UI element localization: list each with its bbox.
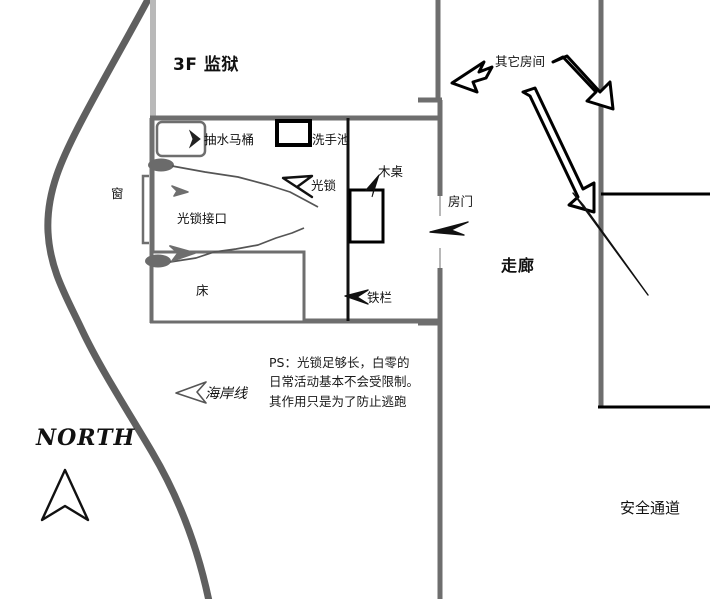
coastline-label: 海岸线 <box>205 386 247 402</box>
light-lock-port-arrow-lower-icon <box>169 245 196 262</box>
desk-label: 木桌 <box>378 164 404 179</box>
toilet-label: 抽水马桶 <box>204 132 255 147</box>
toilet-leader-arrow-icon <box>188 129 201 149</box>
desk-leader-arrow-icon <box>364 174 380 198</box>
light-lock-anchor-lower-icon <box>145 254 171 268</box>
page-title: 3F 监狱 <box>173 55 239 75</box>
exit-direction-arrow-icon <box>551 54 615 111</box>
iron-bars-leader-arrow-icon <box>344 289 369 305</box>
light-lock-port-label: 光锁接口 <box>177 211 228 226</box>
light-lock-chain-lower <box>169 227 305 263</box>
bed-label: 床 <box>196 283 209 298</box>
sink-label: 洗手池 <box>312 132 350 147</box>
room-door-label: 房门 <box>448 194 474 209</box>
iron-bars-label: 铁栏 <box>367 290 393 305</box>
compass-label: NORTH <box>36 425 136 451</box>
window-label: 窗 <box>111 186 124 201</box>
sink-fixture-icon <box>275 119 312 147</box>
light-lock-chain-upper <box>171 165 319 208</box>
coastline-arrow-icon <box>175 381 207 404</box>
corridor-label: 走廊 <box>501 256 536 275</box>
compass-north-arrow-icon <box>40 468 90 522</box>
safety-exit-label: 安全通道 <box>620 499 681 517</box>
toilet-fixture-icon <box>155 120 207 158</box>
window-bracket-icon <box>141 174 149 245</box>
light-lock-port-arrow-upper-icon <box>171 185 189 197</box>
light-lock-anchor-upper-icon <box>148 158 174 172</box>
other-rooms-label: 其它房间 <box>495 54 546 69</box>
room-door-leader-arrow-icon <box>429 221 469 236</box>
other-rooms-arrow-icon <box>450 60 494 94</box>
coastline-path <box>44 0 213 599</box>
escape-route-arrow-icon <box>521 86 596 214</box>
light-lock-label: 光锁 <box>311 178 337 193</box>
desk-fixture-icon <box>348 188 385 244</box>
ps-note: PS：光锁足够长，白零的日常活动基本不会受限制。其作用只是为了防止逃跑 <box>269 355 420 409</box>
light-lock-leader-arrow-icon <box>281 174 314 199</box>
bed-fixture-icon <box>150 250 306 324</box>
escape-route-arrow-tail-icon <box>572 192 649 296</box>
